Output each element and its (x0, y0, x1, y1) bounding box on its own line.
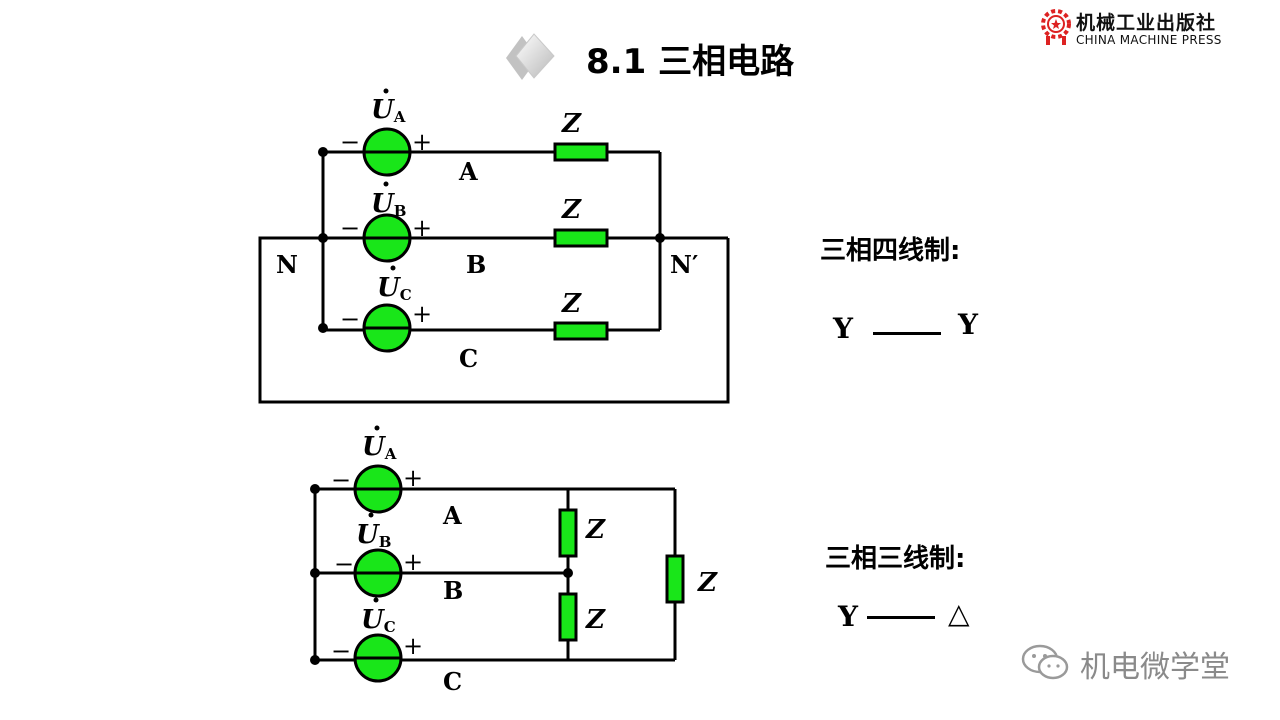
watermark: 机电微学堂 (1020, 640, 1260, 685)
impedance-label: Z (697, 568, 718, 598)
line-label-b-top: B (466, 250, 486, 279)
three-wire-right-delta: △ (948, 597, 970, 630)
impedance-label: Z (561, 195, 582, 225)
publisher-logo: 机械工业出版社 CHINA MACHINE PRESS (1040, 6, 1270, 50)
four-wire-label: 三相四线制: (820, 236, 961, 266)
impedance-bc-bottom (558, 592, 578, 642)
source-label-b-bottom: UB (356, 520, 391, 551)
node-dot (318, 323, 328, 333)
impedance-a-top (553, 142, 609, 162)
neutral-label: N (276, 250, 298, 279)
publisher-name-cn: 机械工业出版社 (1076, 12, 1217, 34)
watermark-text: 机电微学堂 (1080, 650, 1230, 685)
plus-sign: + (412, 128, 432, 156)
impedance-ca-bottom (665, 554, 685, 604)
source-label-c-top: UC (377, 273, 412, 304)
plus-sign: + (412, 214, 432, 242)
minus-sign: − (331, 466, 351, 494)
impedance-label: Z (585, 605, 606, 635)
source-label-b-top: UB (371, 189, 406, 220)
node-dot (318, 233, 328, 243)
connection-dash (867, 616, 935, 619)
line-label-c-bottom: C (443, 667, 462, 696)
line-label-a-bottom: A (442, 501, 462, 530)
wechat-icon (1021, 644, 1069, 680)
connection-dash (873, 332, 941, 335)
source-c-bottom (353, 633, 403, 683)
neutral-prime-label: N′ (670, 250, 698, 279)
source-c-top (362, 303, 412, 353)
minus-sign: − (340, 305, 360, 333)
gear-logo-icon (1041, 9, 1071, 45)
impedance-b-top (553, 228, 609, 248)
minus-sign: − (334, 550, 354, 578)
three-wire-left-y: Y (838, 600, 858, 633)
source-a-top (362, 127, 412, 177)
source-label-c-bottom: UC (361, 605, 396, 636)
impedance-label: Z (585, 515, 606, 545)
plus-sign: + (403, 548, 423, 576)
source-label-a-bottom: UA (362, 432, 397, 463)
impedance-ab-bottom (558, 508, 578, 558)
minus-sign: − (340, 128, 360, 156)
line-label-a-top: A (458, 157, 478, 186)
line-label-c-top: C (459, 344, 478, 373)
three-wire-label: 三相三线制: (825, 544, 966, 574)
node-dot (310, 568, 320, 578)
source-b-bottom (353, 548, 403, 598)
title-diamond-icon (486, 28, 562, 88)
node-dot (310, 484, 320, 494)
page-title: 8.1 三相电路 (586, 42, 795, 82)
impedance-c-top (553, 321, 609, 341)
publisher-name-en: CHINA MACHINE PRESS (1076, 33, 1222, 47)
plus-sign: + (403, 632, 423, 660)
impedance-label: Z (561, 289, 582, 319)
four-wire-left-y: Y (833, 312, 853, 345)
source-label-a-top: UA (371, 95, 406, 126)
source-a-bottom (353, 464, 403, 514)
node-dot (310, 655, 320, 665)
plus-sign: + (412, 300, 432, 328)
minus-sign: − (331, 637, 351, 665)
impedance-label: Z (561, 109, 582, 139)
minus-sign: − (340, 214, 360, 242)
plus-sign: + (403, 464, 423, 492)
four-wire-circuit (258, 150, 730, 404)
line-label-b-bottom: B (443, 576, 463, 605)
node-dot (563, 568, 573, 578)
node-dot (655, 233, 665, 243)
four-wire-right-y: Y (958, 308, 978, 341)
node-dot (318, 147, 328, 157)
source-b-top (362, 213, 412, 263)
